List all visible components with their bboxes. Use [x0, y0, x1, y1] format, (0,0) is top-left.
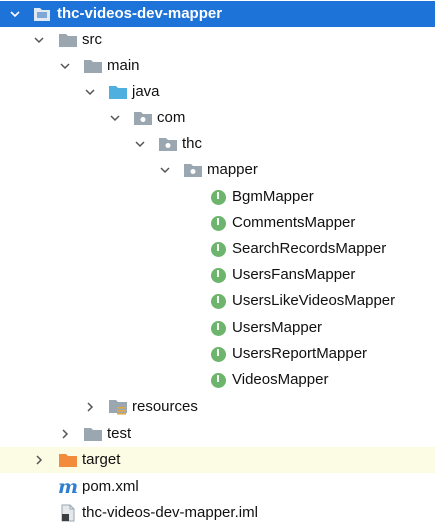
- module-file-icon: [59, 504, 77, 522]
- project-name: thc-videos-dev-mapper: [57, 5, 223, 22]
- resources-folder-icon: [109, 398, 127, 416]
- maven-icon: m: [57, 475, 79, 498]
- tree-label: main: [107, 57, 140, 74]
- tree-label: java: [132, 83, 160, 100]
- chevron-down-icon[interactable]: [157, 162, 173, 178]
- interface-icon: I: [209, 345, 227, 363]
- interface-icon: I: [209, 292, 227, 310]
- tree-row-test[interactable]: test: [0, 421, 435, 447]
- tree-label: pom.xml: [82, 478, 139, 495]
- folder-icon: [59, 31, 77, 49]
- chevron-right-icon[interactable]: [82, 399, 98, 415]
- tree-label: thc: [182, 135, 203, 152]
- tree-row-videos-mapper[interactable]: I VideosMapper: [0, 367, 435, 393]
- tree-label: UsersReportMapper: [232, 345, 368, 362]
- folder-icon: [84, 57, 102, 75]
- tree-row-mapper[interactable]: mapper: [0, 157, 435, 183]
- interface-icon: I: [209, 371, 227, 389]
- tree-row-src[interactable]: src: [0, 27, 435, 53]
- folder-icon: [84, 425, 102, 443]
- chevron-down-icon[interactable]: [132, 136, 148, 152]
- tree-row-users-report-mapper[interactable]: I UsersReportMapper: [0, 341, 435, 367]
- tree-label: target: [82, 451, 121, 468]
- chevron-down-icon[interactable]: [107, 110, 123, 126]
- chevron-down-icon[interactable]: [7, 6, 23, 22]
- tree-row-com[interactable]: com: [0, 105, 435, 131]
- tree-row-search-records-mapper[interactable]: I SearchRecordsMapper: [0, 236, 435, 262]
- tree-row-comments-mapper[interactable]: I CommentsMapper: [0, 210, 435, 236]
- chevron-down-icon[interactable]: [82, 84, 98, 100]
- tree-row-main[interactable]: main: [0, 53, 435, 79]
- tree-row-resources[interactable]: resources: [0, 394, 435, 420]
- interface-icon: I: [209, 319, 227, 337]
- tree-label: UsersFansMapper: [232, 266, 356, 283]
- tree-label: mapper: [207, 161, 258, 178]
- project-module-icon: [33, 5, 51, 23]
- chevron-down-icon[interactable]: [31, 32, 47, 48]
- tree-row-project-root[interactable]: thc-videos-dev-mapper: [0, 1, 435, 27]
- tree-label: UsersMapper: [232, 319, 323, 336]
- chevron-right-icon[interactable]: [57, 426, 73, 442]
- tree-label: thc-videos-dev-mapper.iml: [82, 504, 258, 521]
- tree-row-iml[interactable]: thc-videos-dev-mapper.iml: [0, 500, 435, 526]
- tree-row-pom-xml[interactable]: m pom.xml: [0, 474, 435, 500]
- tree-row-thc[interactable]: thc: [0, 131, 435, 157]
- tree-label: VideosMapper: [232, 371, 329, 388]
- package-icon: [134, 109, 152, 127]
- tree-row-users-like-videos-mapper[interactable]: I UsersLikeVideosMapper: [0, 288, 435, 314]
- tree-label: src: [82, 31, 102, 48]
- tree-row-users-mapper[interactable]: I UsersMapper: [0, 315, 435, 341]
- tree-row-bgm-mapper[interactable]: I BgmMapper: [0, 184, 435, 210]
- tree-label: CommentsMapper: [232, 214, 356, 231]
- tree-row-java[interactable]: java: [0, 79, 435, 105]
- tree-label: SearchRecordsMapper: [232, 240, 387, 257]
- tree-label: UsersLikeVideosMapper: [232, 292, 396, 309]
- package-icon: [159, 135, 177, 153]
- interface-icon: I: [209, 188, 227, 206]
- interface-icon: I: [209, 240, 227, 258]
- interface-icon: I: [209, 214, 227, 232]
- tree-label: resources: [132, 398, 198, 415]
- chevron-right-icon[interactable]: [31, 452, 47, 468]
- source-root-folder-icon: [109, 83, 127, 101]
- tree-label: BgmMapper: [232, 188, 314, 205]
- chevron-down-icon[interactable]: [57, 58, 73, 74]
- tree-row-users-fans-mapper[interactable]: I UsersFansMapper: [0, 262, 435, 288]
- package-icon: [184, 161, 202, 179]
- interface-icon: I: [209, 266, 227, 284]
- tree-label: com: [157, 109, 186, 126]
- excluded-folder-icon: [59, 451, 77, 469]
- tree-row-target[interactable]: target: [0, 447, 435, 473]
- tree-label: test: [107, 425, 132, 442]
